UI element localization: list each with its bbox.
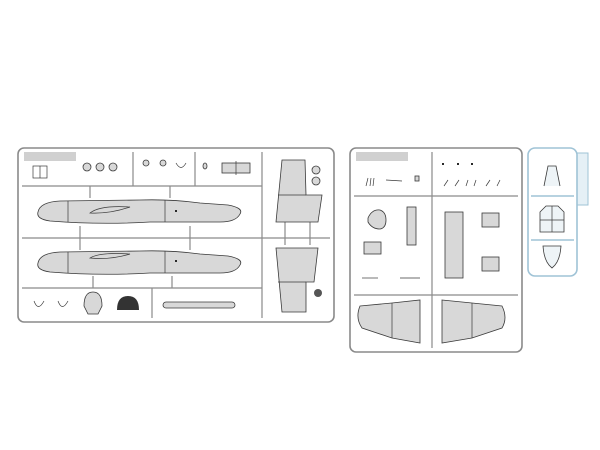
- tail-fin-upper: [275, 159, 323, 223]
- propeller-hub: [314, 289, 322, 297]
- cockpit-tub: [363, 206, 417, 255]
- windscreen: [543, 165, 561, 187]
- wheel-bay: [444, 211, 464, 279]
- clear-sprue-tab: [576, 152, 589, 206]
- sprue-frame: [527, 147, 578, 277]
- control-column: [33, 300, 45, 307]
- wheel-well-cover: [481, 212, 500, 228]
- wheel: [311, 176, 321, 186]
- sprue-clear: [527, 147, 589, 277]
- control-column: [57, 300, 69, 307]
- fuselage-left-half: [37, 199, 242, 224]
- bulkhead: [83, 291, 103, 315]
- sprue-label-tab: [356, 152, 408, 161]
- tail-fin-lower: [275, 247, 319, 313]
- sprue-label-tab: [24, 152, 76, 161]
- sprue-frame: [17, 147, 335, 323]
- wheel: [311, 165, 321, 175]
- seat-parts: [82, 159, 251, 175]
- sprue-wings: [349, 147, 523, 353]
- wing-right: [441, 299, 506, 344]
- ladder: [32, 165, 48, 179]
- instrument-panel: [117, 296, 139, 310]
- small-parts: [365, 163, 501, 187]
- canopy: [539, 205, 565, 233]
- sprue-frame: [349, 147, 523, 353]
- drop-tank: [162, 301, 236, 309]
- fuselage-right-half: [37, 250, 242, 275]
- nose-glazing: [542, 245, 562, 269]
- sprue-fuselage: [17, 147, 335, 323]
- wheel-well-cover: [481, 256, 500, 272]
- wing-left: [357, 299, 421, 344]
